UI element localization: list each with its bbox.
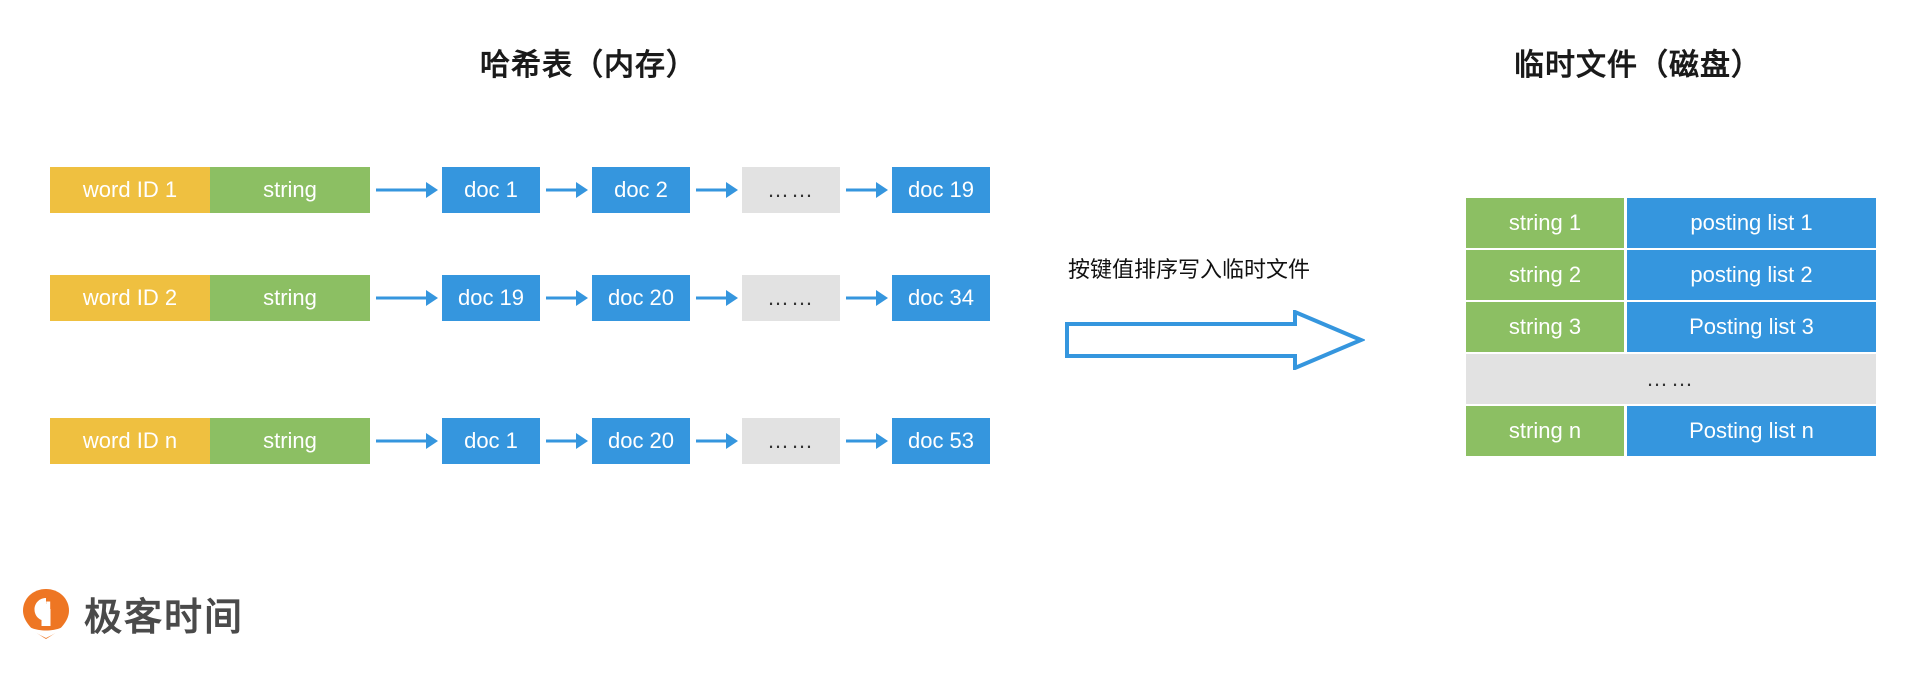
- posting-node: doc 19: [892, 167, 990, 213]
- string-cell: string: [210, 167, 370, 213]
- geektime-logo: 极客时间: [22, 586, 244, 641]
- posting-node: doc 1: [442, 167, 540, 213]
- posting-node-ellipsis: ……: [742, 275, 840, 321]
- string-key-cell: string n: [1466, 406, 1624, 456]
- hash-table-row: word ID 2 string doc 19 doc 20 …… doc 34: [50, 275, 990, 321]
- link-arrow-icon: [370, 418, 442, 464]
- link-arrow-icon: [370, 275, 442, 321]
- posting-list-cell: posting list 1: [1627, 198, 1876, 248]
- posting-node-ellipsis: ……: [742, 167, 840, 213]
- table-row-ellipsis: ……: [1466, 354, 1876, 404]
- table-row: string n Posting list n: [1466, 406, 1876, 456]
- geektime-pin-icon: [23, 588, 69, 639]
- posting-node: doc 2: [592, 167, 690, 213]
- posting-list-cell: Posting list 3: [1627, 302, 1876, 352]
- table-row: string 1 posting list 1: [1466, 198, 1876, 248]
- link-arrow-icon: [690, 275, 742, 321]
- word-id-cell: word ID 1: [50, 167, 210, 213]
- string-key-cell: string 2: [1466, 250, 1624, 300]
- hash-table-title: 哈希表（内存）: [480, 49, 697, 82]
- posting-list-cell: Posting list n: [1627, 406, 1876, 456]
- posting-node: doc 20: [592, 275, 690, 321]
- hash-table-row: word ID n string doc 1 doc 20 …… doc 53: [50, 418, 990, 464]
- string-cell: string: [210, 275, 370, 321]
- posting-node: doc 19: [442, 275, 540, 321]
- word-id-cell: word ID 2: [50, 275, 210, 321]
- link-arrow-icon: [690, 418, 742, 464]
- table-row: string 3 Posting list 3: [1466, 302, 1876, 352]
- posting-node: doc 1: [442, 418, 540, 464]
- link-arrow-icon: [840, 167, 892, 213]
- table-row: string 2 posting list 2: [1466, 250, 1876, 300]
- link-arrow-icon: [540, 167, 592, 213]
- link-arrow-icon: [840, 418, 892, 464]
- temp-file-table: string 1 posting list 1 string 2 posting…: [1466, 198, 1876, 458]
- temp-file-title: 临时文件（磁盘）: [1514, 49, 1762, 82]
- string-key-cell: string 1: [1466, 198, 1624, 248]
- posting-list-cell: posting list 2: [1627, 250, 1876, 300]
- posting-node-ellipsis: ……: [742, 418, 840, 464]
- posting-node: doc 20: [592, 418, 690, 464]
- word-id-cell: word ID n: [50, 418, 210, 464]
- link-arrow-icon: [540, 418, 592, 464]
- string-key-cell: string 3: [1466, 302, 1624, 352]
- link-arrow-icon: [370, 167, 442, 213]
- flow-label: 按键值排序写入临时文件: [1068, 257, 1311, 282]
- posting-node: doc 53: [892, 418, 990, 464]
- string-cell: string: [210, 418, 370, 464]
- link-arrow-icon: [540, 275, 592, 321]
- posting-node: doc 34: [892, 275, 990, 321]
- hash-table-row: word ID 1 string doc 1 doc 2 …… doc 19: [50, 167, 990, 213]
- right-arrow-icon: [1065, 310, 1365, 370]
- link-arrow-icon: [690, 167, 742, 213]
- logo-text: 极客时间: [84, 597, 245, 639]
- link-arrow-icon: [840, 275, 892, 321]
